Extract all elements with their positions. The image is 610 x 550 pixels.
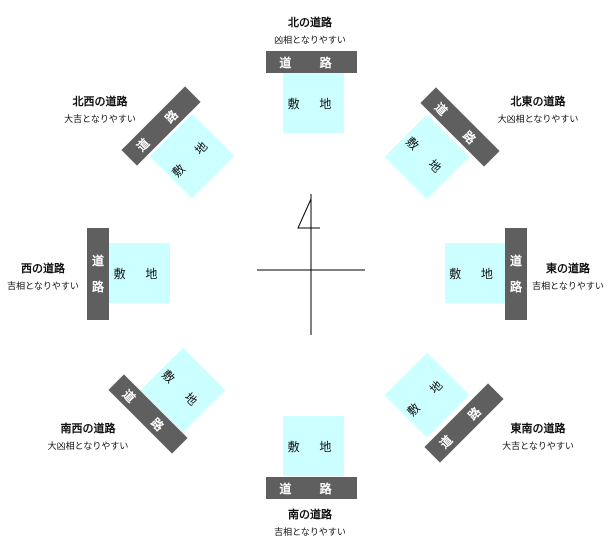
caption-northwest-title: 北西の道路 — [72, 95, 128, 108]
caption-southwest: 南西の道路 大凶相となりやすい — [36, 420, 140, 452]
caption-north: 北の道路 凶相となりやすい — [262, 14, 358, 46]
lot-southeast-label: 敷 地 — [404, 372, 451, 419]
road-west-char-1: 道 — [91, 254, 104, 268]
caption-west: 西の道路 吉相となりやすい — [4, 260, 82, 292]
caption-south: 南の道路 吉相となりやすい — [262, 506, 358, 538]
caption-southeast-note: 大吉となりやすい — [502, 442, 574, 452]
caption-northwest-note: 大吉となりやすい — [64, 115, 136, 125]
caption-west-note: 吉相となりやすい — [7, 282, 79, 292]
lot-northwest-label: 敷 地 — [169, 133, 216, 180]
caption-southwest-title: 南西の道路 — [60, 422, 116, 435]
road-west-char-2: 路 — [91, 280, 104, 294]
caption-southwest-note: 大凶相となりやすい — [47, 442, 129, 452]
road-west: 道 路 — [87, 228, 109, 320]
lot-north: 敷 地 — [283, 73, 344, 133]
caption-southeast-title: 東南の道路 — [510, 422, 566, 435]
caption-south-title: 南の道路 — [288, 508, 332, 521]
road-east: 道 路 — [505, 228, 527, 320]
caption-east-note: 吉相となりやすい — [532, 282, 604, 292]
road-east-char-2: 路 — [509, 280, 522, 294]
lot-southwest-label: 敷 地 — [159, 367, 206, 414]
north-arrow-icon — [297, 198, 320, 229]
caption-east-title: 東の道路 — [546, 262, 590, 275]
lot-east: 敷 地 — [445, 243, 505, 303]
lot-northeast-label: 敷 地 — [403, 134, 450, 181]
caption-south-note: 吉相となりやすい — [274, 528, 346, 538]
caption-west-title: 西の道路 — [21, 262, 65, 275]
lot-south: 敷 地 — [283, 416, 344, 476]
road-south: 道 路 — [266, 477, 357, 499]
caption-north-title: 北の道路 — [288, 16, 332, 29]
caption-north-note: 凶相となりやすい — [274, 36, 346, 46]
caption-northeast: 北東の道路 大凶相となりやすい — [486, 93, 590, 125]
caption-east: 東の道路 吉相となりやすい — [530, 260, 606, 292]
caption-northeast-note: 大凶相となりやすい — [497, 115, 579, 125]
road-north: 道 路 — [266, 51, 357, 73]
caption-southeast: 東南の道路 大吉となりやすい — [488, 420, 588, 452]
caption-northeast-title: 北東の道路 — [510, 95, 566, 108]
road-east-char-1: 道 — [509, 254, 522, 268]
lot-west: 敷 地 — [109, 243, 170, 303]
caption-northwest: 北西の道路 大吉となりやすい — [58, 93, 142, 125]
